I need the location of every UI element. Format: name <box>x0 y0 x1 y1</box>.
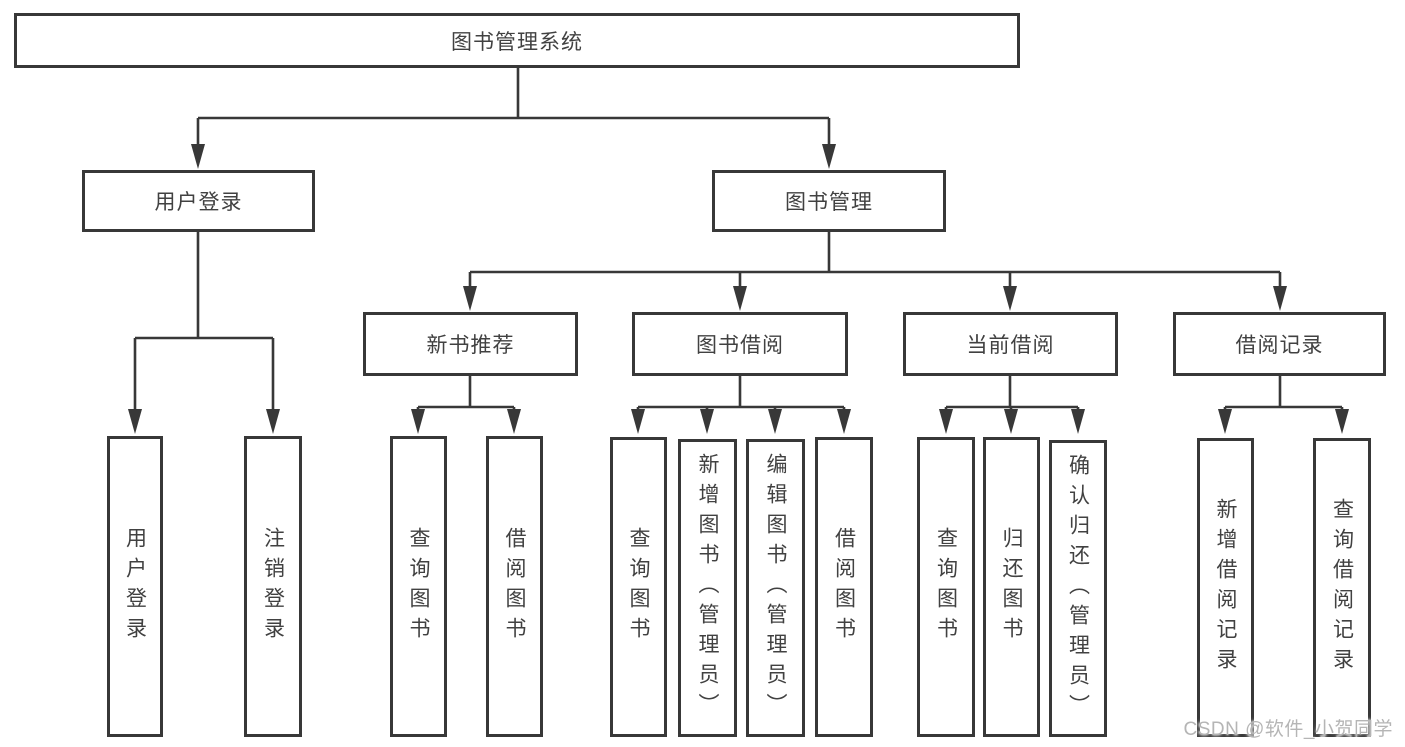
leaf-edit-books-admin: 编辑图书（管理员） <box>746 439 805 737</box>
leaf-add-borrow-record-label: 新增借阅记录 <box>1214 497 1237 678</box>
leaf-confirm-return-admin-label: 确认归还（管理员） <box>1066 453 1090 724</box>
leaf-logout-label: 注销登录 <box>261 526 285 647</box>
leaf-query-borrow-record: 查询借阅记录 <box>1313 438 1371 737</box>
leaf-user-login-label: 用户登录 <box>123 526 147 647</box>
leaf-query-books-current-label: 查询图书 <box>934 527 958 647</box>
connector-lines <box>133 68 1344 411</box>
node-user-login-label: 用户登录 <box>154 191 243 214</box>
node-current-borrowing: 当前借阅 <box>903 312 1118 376</box>
leaf-return-books: 归还图书 <box>983 437 1040 737</box>
leaf-confirm-return-admin: 确认归还（管理员） <box>1049 440 1107 737</box>
node-new-book-recommendation: 新书推荐 <box>363 312 578 376</box>
leaf-add-books-admin-label: 新增图书（管理员） <box>696 453 719 723</box>
leaf-borrow-books: 借阅图书 <box>815 437 873 737</box>
node-book-management-label: 图书管理 <box>785 191 873 214</box>
leaf-logout: 注销登录 <box>244 436 302 737</box>
leaf-return-books-label: 归还图书 <box>1000 527 1023 647</box>
leaf-add-borrow-record: 新增借阅记录 <box>1197 438 1254 737</box>
leaf-query-borrow-record-label: 查询借阅记录 <box>1330 497 1354 678</box>
node-user-login: 用户登录 <box>82 170 315 232</box>
node-book-borrowing-label: 图书借阅 <box>696 334 784 357</box>
csdn-watermark: CSDN @软件_小贺同学 <box>1183 719 1393 740</box>
leaf-borrow-books-label: 借阅图书 <box>832 527 856 647</box>
leaf-borrow-books-recommend-label: 借阅图书 <box>503 526 526 647</box>
leaf-query-books-current: 查询图书 <box>917 437 975 737</box>
leaf-query-books-borrow-label: 查询图书 <box>627 527 650 647</box>
leaf-add-books-admin: 新增图书（管理员） <box>678 439 737 737</box>
node-borrowing-records: 借阅记录 <box>1173 312 1386 376</box>
node-borrowing-records-label: 借阅记录 <box>1235 334 1324 357</box>
node-library-system: 图书管理系统 <box>14 13 1020 68</box>
node-new-book-recommendation-label: 新书推荐 <box>426 334 515 357</box>
leaf-query-books-recommend: 查询图书 <box>390 436 447 737</box>
node-book-borrowing: 图书借阅 <box>632 312 848 376</box>
leaf-edit-books-admin-label: 编辑图书（管理员） <box>764 453 787 723</box>
connector-arrowheads <box>128 144 1349 434</box>
leaf-query-books-borrow: 查询图书 <box>610 437 667 737</box>
node-library-system-label: 图书管理系统 <box>451 30 583 54</box>
node-current-borrowing-label: 当前借阅 <box>966 334 1055 357</box>
node-book-management: 图书管理 <box>712 170 946 232</box>
leaf-query-books-recommend-label: 查询图书 <box>407 526 430 647</box>
leaf-borrow-books-recommend: 借阅图书 <box>486 436 543 737</box>
leaf-user-login: 用户登录 <box>107 436 163 737</box>
